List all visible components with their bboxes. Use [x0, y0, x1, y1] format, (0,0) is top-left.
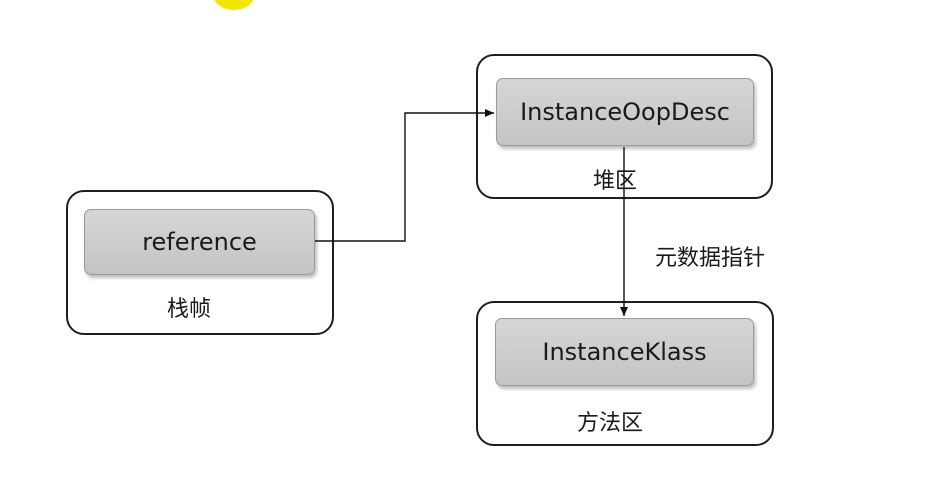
- instance-klass-node: InstanceKlass: [495, 318, 754, 386]
- stack-frame-caption: 栈帧: [167, 297, 212, 322]
- instance-oop-desc-node: InstanceOopDesc: [496, 78, 754, 146]
- reference-to-oop-arrow: [315, 109, 494, 242]
- cursor-highlight: [213, 0, 255, 10]
- metadata-pointer-label: 元数据指针: [655, 246, 766, 271]
- reference-node: reference: [84, 209, 315, 275]
- method-area-caption: 方法区: [577, 411, 644, 436]
- heap-caption: 堆区: [593, 169, 638, 194]
